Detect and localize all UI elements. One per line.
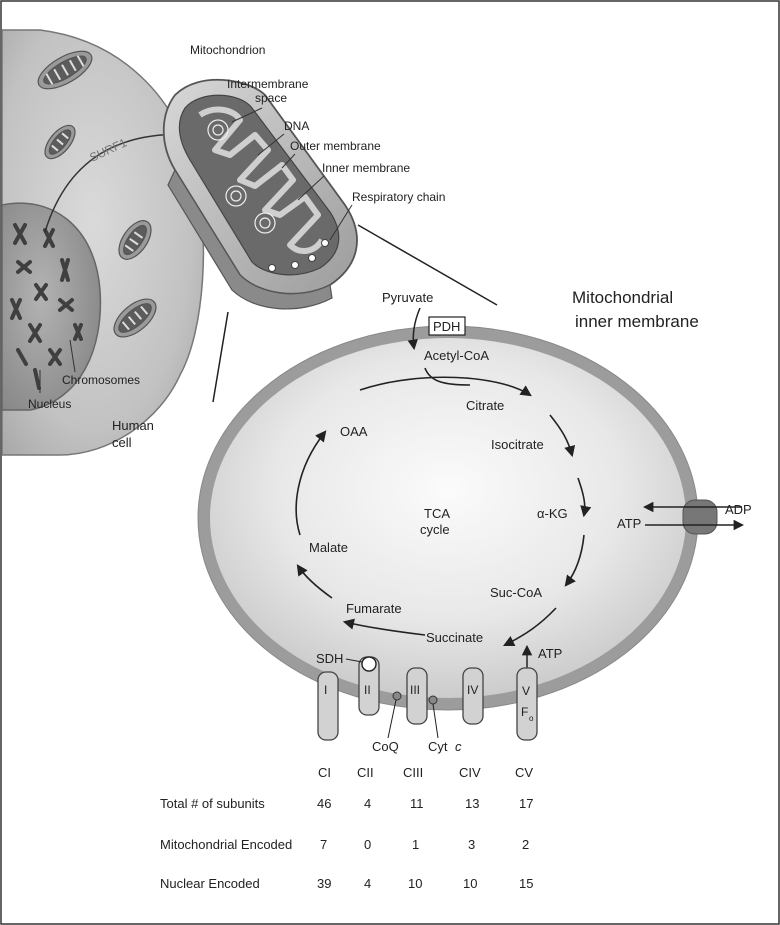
table-header-cii: CII	[357, 765, 374, 780]
citrate-label: Citrate	[466, 398, 504, 413]
akg-label: α-KG	[537, 506, 568, 521]
cell-nuclear-cv: 15	[519, 876, 533, 891]
tca-label-1: TCA	[424, 506, 450, 521]
atp-left-label: ATP	[617, 516, 641, 531]
chromosomes-icon	[10, 223, 83, 390]
table-header-cv: CV	[515, 765, 533, 780]
table-header-ci: CI	[318, 765, 331, 780]
complex-roman-1: II	[364, 683, 371, 697]
intermembrane-label-2: space	[255, 91, 287, 105]
dna-icon	[207, 119, 276, 234]
cyt-c-label-b: c	[455, 739, 462, 754]
cell-total-civ: 13	[465, 796, 479, 811]
complex-i	[317, 671, 339, 741]
complex-roman-3: IV	[467, 683, 478, 697]
cell-nuclear-civ: 10	[463, 876, 477, 891]
cyt-c-label-a: Cyt	[428, 739, 448, 754]
respiratory-complexes	[317, 656, 538, 741]
cell-mito-cii: 0	[364, 837, 371, 852]
sdh-label: SDH	[316, 651, 343, 666]
isocitrate-label: Isocitrate	[491, 437, 544, 452]
row-label-nuclear: Nuclear Encoded	[160, 876, 260, 891]
chromosomes-label: Chromosomes	[62, 373, 140, 387]
pyruvate-arrow	[407, 307, 421, 351]
cell-mito-ciii: 1	[412, 837, 419, 852]
row-label-total: Total # of subunits	[160, 796, 265, 811]
zoom-line-left	[212, 311, 229, 403]
malate-label: Malate	[309, 540, 348, 555]
cell-mitochondria-icon	[37, 50, 157, 338]
pyruvate-label: Pyruvate	[382, 290, 433, 305]
human-cell-label-1: Human	[112, 418, 154, 433]
human-cell-label-2: cell	[112, 435, 132, 450]
pdh-label: PDH	[433, 319, 460, 334]
fumarate-label: Fumarate	[346, 601, 402, 616]
complex-roman-2: III	[410, 683, 420, 697]
inner-membrane-label: Inner membrane	[322, 161, 410, 175]
dna-label: DNA	[284, 119, 309, 133]
cyt-c-icon	[428, 695, 438, 705]
fo-label-f: F	[521, 705, 528, 719]
acetyl-coa-label: Acetyl-CoA	[424, 348, 489, 363]
suc-coa-label: Suc-CoA	[490, 585, 542, 600]
zoom-line-right	[357, 224, 498, 306]
complex-iii	[406, 667, 428, 725]
adp-label: ADP	[725, 502, 752, 517]
cell-mito-civ: 3	[468, 837, 475, 852]
oaa-label: OAA	[340, 424, 368, 439]
succinate-label: Succinate	[426, 630, 483, 645]
adp-atp-transporter	[682, 499, 718, 535]
respiratory-chain-dots	[268, 239, 329, 272]
complex-roman-0: I	[324, 683, 327, 697]
cell-total-ci: 46	[317, 796, 331, 811]
zoom-title-1: Mitochondrial	[572, 288, 673, 307]
cell-nuclear-cii: 4	[364, 876, 371, 891]
mitochondrion: Mitochondrion Intermembrane space DNA Ou…	[162, 43, 445, 310]
tca-cycle-arrows	[295, 367, 592, 647]
nucleus	[1, 202, 102, 411]
cell-total-ciii: 11	[410, 796, 424, 811]
subunit-table: CI CII CIII CIV CV Total # of subunits 4…	[160, 765, 533, 891]
cell-mito-ci: 7	[320, 837, 327, 852]
fo-label-o: o	[529, 714, 534, 723]
coq-icon	[392, 691, 402, 701]
row-label-mito: Mitochondrial Encoded	[160, 837, 292, 852]
cell-total-cv: 17	[519, 796, 533, 811]
atp-bottom-label: ATP	[538, 646, 562, 661]
zoom-title-2: inner membrane	[575, 312, 699, 331]
complex-roman-4: V	[522, 684, 530, 698]
intermembrane-label-1: Intermembrane	[227, 77, 309, 91]
complex-v	[516, 667, 538, 741]
cell-nuclear-ci: 39	[317, 876, 331, 891]
respiratory-chain-label: Respiratory chain	[352, 190, 445, 204]
nucleus-label: Nucleus	[28, 397, 71, 411]
complex-iv	[462, 667, 484, 725]
coq-label: CoQ	[372, 739, 399, 754]
outer-membrane-label: Outer membrane	[290, 139, 381, 153]
pdh-box	[428, 316, 466, 336]
tca-label-2: cycle	[420, 522, 450, 537]
table-header-civ: CIV	[459, 765, 481, 780]
mitochondrion-title: Mitochondrion	[190, 43, 265, 57]
table-header-ciii: CIII	[403, 765, 423, 780]
cell-nuclear-ciii: 10	[408, 876, 422, 891]
cell-mito-cv: 2	[522, 837, 529, 852]
sdh-icon	[361, 656, 377, 672]
cell-total-cii: 4	[364, 796, 371, 811]
